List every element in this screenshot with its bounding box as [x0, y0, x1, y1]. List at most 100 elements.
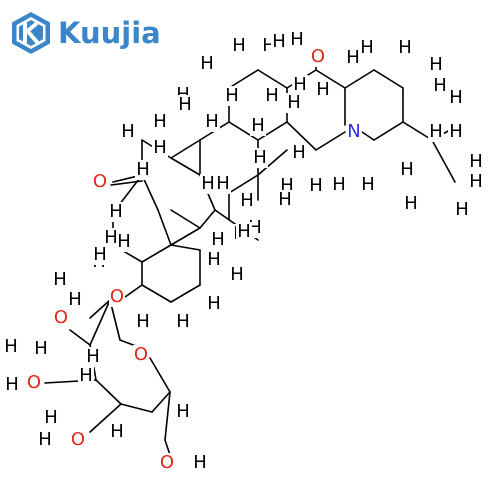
atom-oh2: H — [4, 374, 20, 395]
bond-6 — [228, 69, 259, 89]
atom-h51: H — [3, 336, 19, 357]
bond-10 — [373, 69, 404, 89]
atom-label: H — [207, 249, 221, 270]
atom-label: H — [68, 289, 82, 310]
atom-h14: H — [468, 171, 484, 192]
atom-label: H — [178, 94, 192, 115]
atom-h20: H — [177, 94, 193, 115]
bond-59 — [89, 299, 111, 346]
atom-label: H — [360, 37, 374, 58]
atom-o7: O — [70, 429, 86, 450]
atom-h63: H — [432, 75, 448, 96]
atom-label: H — [153, 111, 167, 132]
atom-h41: H — [108, 201, 124, 222]
atom-label: O — [54, 307, 68, 328]
atom-label: H — [211, 229, 225, 250]
atom-h4: H — [315, 79, 331, 100]
atom-o6: O — [26, 372, 42, 393]
bond-39 — [141, 244, 172, 263]
atom-label: H — [121, 121, 135, 142]
atom-h16: H — [199, 53, 215, 74]
atom-label: H — [469, 151, 483, 172]
atom-label: H — [429, 54, 443, 75]
atom-label: H — [193, 452, 207, 473]
bond-18 — [402, 121, 433, 141]
atom-h19: H — [204, 111, 220, 132]
atom-label: H — [86, 346, 100, 367]
atom-h61: H — [210, 229, 226, 250]
bond-55 — [151, 391, 171, 413]
atom-h46: H — [175, 311, 191, 332]
atom-label: H — [53, 269, 67, 290]
bond-9 — [344, 69, 375, 89]
atom-label: H — [176, 311, 190, 332]
atom-h57: H — [116, 231, 132, 252]
atom-label: H — [225, 85, 239, 106]
atom-o5: O — [53, 307, 69, 328]
bond-15 — [286, 121, 317, 151]
atom-label: H — [449, 87, 463, 108]
bond-44 — [124, 284, 143, 298]
atom-label: H — [93, 244, 107, 265]
bond-14 — [315, 131, 346, 151]
atom-h7: H — [397, 37, 413, 58]
bond-56 — [120, 403, 153, 413]
atom-h22: H — [120, 121, 136, 142]
atom-h21: H — [152, 111, 168, 132]
atom-oh5: H — [289, 29, 305, 50]
atom-h35: H — [239, 190, 255, 211]
atom-label: H — [290, 29, 304, 50]
atom-h33: H — [403, 193, 419, 214]
atom-h23: H — [135, 159, 151, 180]
atom-label: H — [449, 121, 463, 142]
atom-label: H — [5, 374, 19, 395]
atom-label: O — [71, 429, 85, 450]
atom-label: H — [309, 175, 323, 196]
bond-64 — [164, 439, 171, 456]
atom-n1: N — [346, 121, 362, 142]
atom-oh4: H — [192, 452, 208, 473]
atom-h39: H — [200, 173, 216, 194]
atom-o8: O — [159, 452, 175, 473]
atom-h53: H — [109, 421, 125, 442]
atom-h24: H — [152, 137, 168, 158]
atom-label: H — [265, 85, 279, 106]
bond-62 — [89, 403, 122, 433]
atom-h54: H — [175, 401, 191, 422]
atom-label: H — [332, 174, 346, 195]
atom-label: H — [404, 193, 418, 214]
atom-h60: H — [292, 74, 308, 95]
bond-46 — [170, 284, 201, 303]
bond-57 — [95, 379, 122, 405]
atom-label: O — [110, 286, 124, 307]
ketone-double-bond — [110, 180, 143, 186]
atom-label: H — [293, 74, 307, 95]
bond-3 — [257, 121, 288, 141]
atom-label: H — [79, 365, 93, 386]
atom-h31: H — [308, 175, 324, 196]
atom-label: H — [104, 227, 118, 248]
atom-h29: H — [252, 147, 268, 168]
atom-label: H — [110, 421, 124, 442]
atom-label: O — [93, 171, 107, 192]
atom-h6: H — [359, 37, 375, 58]
bond-38 — [170, 227, 201, 246]
atom-label: H — [469, 171, 483, 192]
atom-h27: H — [286, 92, 302, 113]
bond-32 — [170, 157, 201, 176]
bond-12 — [373, 121, 404, 141]
atom-label: H — [287, 92, 301, 113]
atom-label: H — [429, 121, 443, 142]
atom-label: H — [4, 336, 18, 357]
atom-h49: H — [85, 346, 101, 367]
k-hexagon-logo-icon — [12, 12, 50, 54]
atom-label: H — [136, 311, 150, 332]
atom-label: H — [136, 159, 150, 180]
atom-label: H — [232, 35, 246, 56]
bond-37 — [157, 209, 172, 246]
atom-h17: H — [224, 85, 240, 106]
bond-36 — [199, 209, 216, 229]
atom-oh1: H — [67, 289, 83, 310]
bond-54 — [149, 357, 171, 393]
atom-h62: H — [52, 269, 68, 290]
